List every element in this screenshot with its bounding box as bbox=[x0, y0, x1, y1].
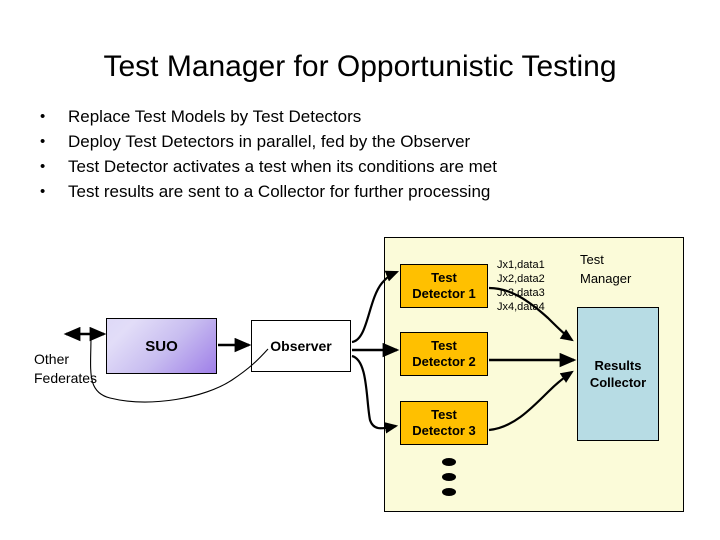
list-item: • Test results are sent to a Collector f… bbox=[34, 179, 694, 204]
bullet-marker-icon: • bbox=[40, 108, 46, 125]
test-detector-3-line1: Test bbox=[431, 407, 457, 422]
test-detector-2-line1: Test bbox=[431, 338, 457, 353]
data-stream-line-3: Jx3,data3 bbox=[497, 287, 545, 299]
list-item-label: Test results are sent to a Collector for… bbox=[68, 182, 491, 201]
suo-box: SUO bbox=[106, 318, 217, 374]
test-detector-2-line2: Detector 2 bbox=[412, 354, 476, 369]
list-item: • Test Detector activates a test when it… bbox=[34, 154, 694, 179]
ellipsis-dot bbox=[442, 473, 456, 481]
data-stream-labels: Jx1,data1 Jx2,data2 Jx3,data3 Jx4,data4 bbox=[497, 258, 545, 314]
test-manager-label-line2: Manager bbox=[580, 271, 632, 286]
ellipsis-dot bbox=[442, 488, 456, 496]
list-item-label: Replace Test Models by Test Detectors bbox=[68, 107, 362, 126]
suo-label: SUO bbox=[145, 337, 178, 355]
data-stream-line-4: Jx4,data4 bbox=[497, 301, 545, 313]
bullet-list: • Replace Test Models by Test Detectors … bbox=[34, 104, 694, 204]
results-collector-line1: Results bbox=[594, 358, 642, 373]
test-detector-3-box: Test Detector 3 bbox=[400, 401, 488, 445]
results-collector-line2: Collector bbox=[589, 375, 647, 390]
test-detector-1-line1: Test bbox=[431, 270, 457, 285]
test-manager-label: Test Manager bbox=[580, 250, 631, 288]
observer-label: Observer bbox=[270, 338, 332, 354]
test-manager-label-line1: Test bbox=[580, 252, 604, 267]
data-stream-line-2: Jx2,data2 bbox=[497, 273, 545, 285]
results-collector-box: Results Collector bbox=[577, 307, 659, 441]
test-detector-2-box: Test Detector 2 bbox=[400, 332, 488, 376]
other-federates-label: Other Federates bbox=[34, 350, 97, 388]
bullet-marker-icon: • bbox=[40, 183, 46, 200]
test-detector-3-line2: Detector 3 bbox=[412, 423, 476, 438]
test-detector-1-box: Test Detector 1 bbox=[400, 264, 488, 308]
other-federates-line1: Other bbox=[34, 351, 70, 367]
list-item-label: Deploy Test Detectors in parallel, fed b… bbox=[68, 132, 471, 151]
test-detector-1-line2: Detector 1 bbox=[412, 286, 476, 301]
bullet-marker-icon: • bbox=[40, 158, 46, 175]
list-item-label: Test Detector activates a test when its … bbox=[68, 157, 497, 176]
page-title: Test Manager for Opportunistic Testing bbox=[103, 50, 617, 83]
data-stream-line-1: Jx1,data1 bbox=[497, 259, 545, 271]
list-item: • Replace Test Models by Test Detectors bbox=[34, 104, 694, 129]
vertical-ellipsis-icon bbox=[442, 458, 462, 504]
bullet-marker-icon: • bbox=[40, 133, 46, 150]
other-federates-line2: Federates bbox=[34, 370, 98, 386]
ellipsis-dot bbox=[442, 458, 456, 466]
list-item: • Deploy Test Detectors in parallel, fed… bbox=[34, 129, 694, 154]
observer-box: Observer bbox=[251, 320, 351, 372]
